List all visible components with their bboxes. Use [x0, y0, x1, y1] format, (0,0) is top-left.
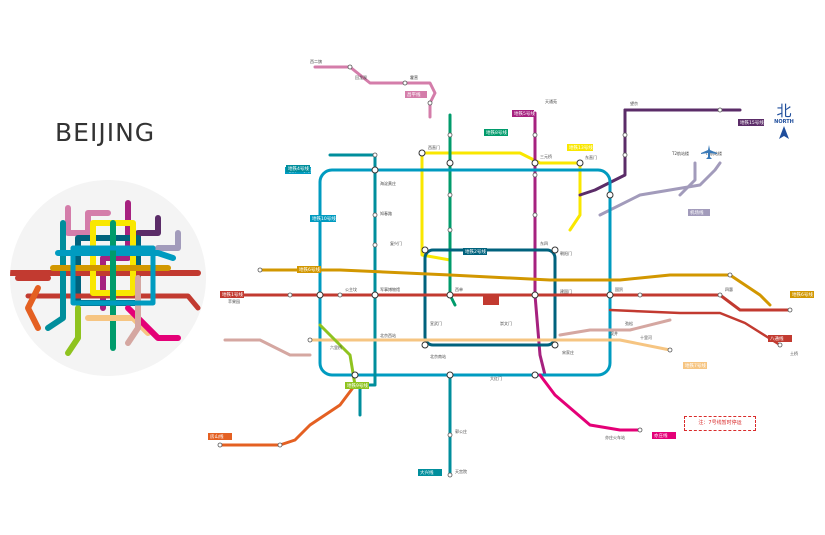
city-title: BEIJING	[55, 118, 156, 147]
svg-text:地铁1号线: 地铁1号线	[222, 291, 243, 298]
line-4	[328, 153, 377, 417]
svg-text:海淀黄庄: 海淀黄庄	[380, 180, 396, 186]
svg-text:天宫院: 天宫院	[455, 468, 467, 474]
line-airport	[598, 161, 722, 217]
svg-text:劲松: 劲松	[625, 320, 633, 326]
svg-text:苹果园: 苹果园	[228, 298, 240, 304]
svg-text:公主坟: 公主坟	[345, 286, 357, 292]
svg-text:十里河: 十里河	[640, 334, 652, 340]
svg-text:地铁6号线: 地铁6号线	[299, 266, 320, 273]
north-arrow-icon	[779, 126, 789, 139]
svg-text:大兴线: 大兴线	[420, 469, 434, 476]
svg-text:崇文门: 崇文门	[500, 320, 512, 326]
svg-text:亦庄线: 亦庄线	[654, 432, 668, 439]
metro-logo	[8, 178, 208, 378]
svg-text:天通苑: 天通苑	[545, 98, 557, 104]
svg-text:机场线: 机场线	[690, 209, 704, 216]
svg-text:北京西站: 北京西站	[380, 332, 396, 338]
svg-text:望京: 望京	[630, 100, 638, 106]
line-7	[308, 338, 672, 352]
line-14	[223, 338, 312, 357]
line-8	[448, 113, 457, 307]
svg-text:建国门: 建国门	[560, 288, 572, 294]
svg-text:回龙观: 回龙观	[355, 74, 367, 80]
svg-text:昌平线: 昌平线	[407, 91, 421, 98]
svg-text:复兴门: 复兴门	[390, 240, 402, 246]
svg-text:亦庄火车站: 亦庄火车站	[605, 434, 625, 440]
svg-text:八通线: 八通线	[770, 335, 784, 342]
svg-text:六里桥: 六里桥	[330, 344, 342, 350]
svg-text:地铁15号线: 地铁15号线	[740, 119, 764, 126]
svg-text:地铁6号线: 地铁6号线	[792, 291, 813, 298]
svg-text:知春路: 知春路	[380, 210, 392, 216]
svg-text:西单: 西单	[455, 286, 463, 292]
svg-text:军事博物馆: 军事博物馆	[380, 286, 400, 292]
map-note: 注：7号线暂时停运	[684, 416, 756, 431]
line-batong	[608, 308, 782, 347]
line-fangshan	[218, 383, 357, 447]
svg-text:东四: 东四	[540, 240, 548, 246]
airplane-icon	[700, 144, 718, 160]
line-13	[420, 151, 582, 232]
line-1	[223, 293, 792, 312]
svg-text:三元桥: 三元桥	[540, 153, 552, 159]
svg-text:朝阳门: 朝阳门	[560, 250, 572, 256]
metro-logo-graphic	[10, 180, 206, 376]
tiananmen-landmark	[483, 295, 499, 305]
svg-text:地铁4号线: 地铁4号线	[288, 165, 309, 172]
svg-text:地铁13号线: 地铁13号线	[569, 144, 593, 151]
svg-text:西直门: 西直门	[428, 144, 440, 150]
svg-text:国贸: 国贸	[615, 286, 623, 292]
svg-text:房山线: 房山线	[210, 433, 224, 440]
subway-map[interactable]: 昌平线 地铁15号线 地铁8号线 地铁5号线 地铁13号线 地铁10号线 地铁1…	[200, 55, 820, 495]
svg-text:宣武门: 宣武门	[430, 320, 442, 326]
svg-text:土桥: 土桥	[790, 350, 798, 356]
svg-text:西二旗: 西二旗	[310, 58, 322, 64]
line-2	[423, 248, 557, 347]
line-5	[533, 111, 547, 377]
svg-text:双井: 双井	[610, 330, 618, 336]
north-compass: 北 NORTH	[770, 104, 798, 140]
svg-text:地铁2号线: 地铁2号线	[465, 248, 486, 255]
svg-text:郭公庄: 郭公庄	[455, 428, 467, 434]
line-yizhuang	[538, 373, 642, 432]
svg-text:宋家庄: 宋家庄	[562, 349, 574, 355]
svg-text:地铁7号线: 地铁7号线	[685, 362, 706, 369]
svg-text:四惠: 四惠	[725, 286, 733, 292]
north-label-en: NORTH	[774, 119, 794, 125]
north-label-cn: 北	[776, 102, 792, 120]
svg-text:地铁10号线: 地铁10号线	[312, 215, 336, 222]
svg-text:霍营: 霍营	[410, 74, 418, 80]
svg-text:大红门: 大红门	[490, 375, 502, 381]
line-6	[258, 268, 772, 307]
svg-text:北京南站: 北京南站	[430, 353, 446, 359]
svg-text:东直门: 东直门	[585, 154, 597, 160]
subway-map-graphic: 昌平线 地铁15号线 地铁8号线 地铁5号线 地铁13号线 地铁10号线 地铁1…	[208, 58, 814, 478]
svg-text:T2航站楼: T2航站楼	[671, 150, 689, 156]
svg-text:地铁8号线: 地铁8号线	[486, 129, 507, 136]
svg-text:地铁9号线: 地铁9号线	[347, 382, 368, 389]
svg-text:地铁5号线: 地铁5号线	[514, 110, 535, 117]
